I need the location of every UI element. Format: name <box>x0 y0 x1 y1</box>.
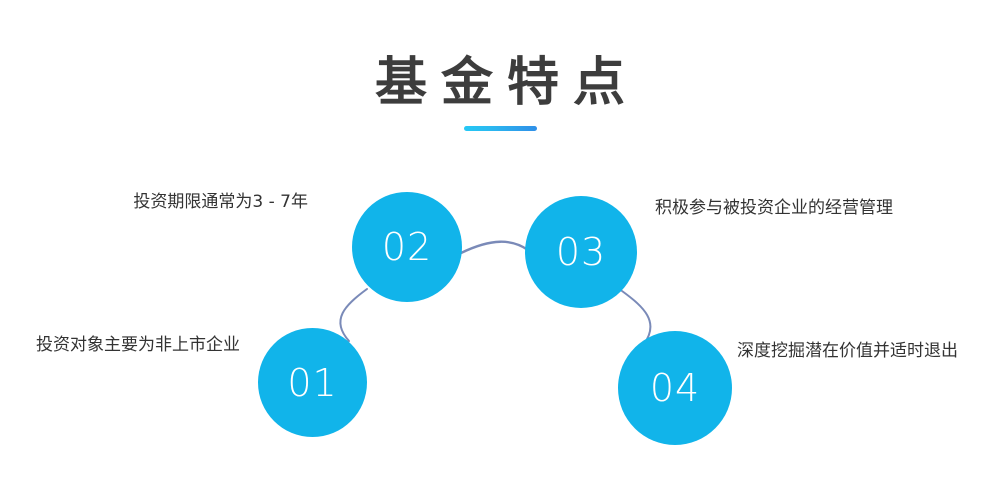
node-number-03: 03 <box>555 230 607 274</box>
connector-01-to-02 <box>339 288 368 342</box>
connector-03-to-04 <box>621 290 652 345</box>
node-label-02: 投资期限通常为3 - 7年 <box>133 192 308 212</box>
node-label-04: 深度挖掘潜在价值并适时退出 <box>737 341 958 361</box>
node-number-01: 01 <box>287 360 338 405</box>
title-underline-accent <box>464 126 537 131</box>
node-circle-02[interactable]: 02 <box>352 192 462 302</box>
node-label-01: 投资对象主要为非上市企业 <box>36 335 240 355</box>
page-title: 基金特点 <box>374 53 639 113</box>
node-number-02: 02 <box>381 225 433 269</box>
node-circle-03[interactable]: 03 <box>525 196 637 308</box>
node-number-04: 04 <box>649 366 701 410</box>
title-block: 基金特点 <box>0 52 1000 131</box>
node-label-03: 积极参与被投资企业的经营管理 <box>655 198 893 218</box>
node-circle-04[interactable]: 04 <box>618 331 732 445</box>
node-circle-01[interactable]: 01 <box>258 328 367 437</box>
connector-02-to-03 <box>459 240 530 255</box>
